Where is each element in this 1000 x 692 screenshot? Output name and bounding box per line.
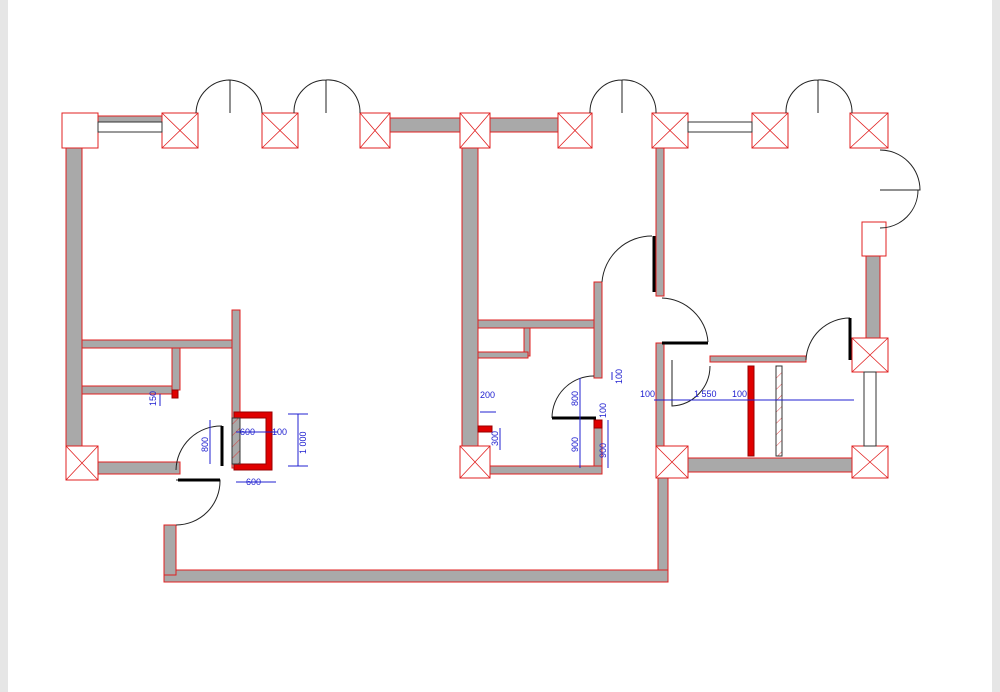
doors xyxy=(175,79,921,526)
dimension-label: 900 xyxy=(570,437,580,452)
wall xyxy=(655,342,665,449)
dimension-label: 1 550 xyxy=(694,389,717,399)
window xyxy=(863,371,877,447)
new-partitions xyxy=(171,365,783,471)
dimension-label: 150 xyxy=(148,391,158,406)
dimension-label: 100 xyxy=(598,403,608,418)
dimension-label: 900 xyxy=(598,443,608,458)
wall xyxy=(461,147,479,449)
double-door xyxy=(195,79,263,114)
new-partition xyxy=(477,425,493,433)
dimension-label: 600 xyxy=(246,477,261,487)
wall xyxy=(655,147,665,297)
page-edge-right xyxy=(992,0,1000,692)
double-door xyxy=(785,79,853,114)
door-swing xyxy=(175,425,223,471)
dimension-label: 100 xyxy=(640,389,655,399)
hatched-partition xyxy=(775,365,783,457)
double-door xyxy=(293,79,361,114)
wall xyxy=(477,319,595,329)
wall xyxy=(65,147,83,449)
wall xyxy=(163,569,669,583)
new-partition xyxy=(747,365,755,457)
dimension-label: 100 xyxy=(732,389,747,399)
columns xyxy=(61,112,889,481)
wall xyxy=(489,117,559,133)
wall xyxy=(97,115,163,123)
dimension-label: 300 xyxy=(490,431,500,446)
wall xyxy=(709,355,807,363)
new-partition xyxy=(593,419,603,429)
dimension-label: 600 xyxy=(240,427,255,437)
dimension-label: 800 xyxy=(200,437,210,452)
column xyxy=(61,112,99,149)
door-swing xyxy=(175,479,221,526)
double-door xyxy=(879,149,921,229)
door-swing xyxy=(661,297,709,343)
column xyxy=(861,221,887,257)
wall xyxy=(389,117,461,133)
windows xyxy=(97,121,877,447)
wall xyxy=(163,524,177,576)
window xyxy=(97,121,163,133)
dimension-label: 800 xyxy=(570,391,580,406)
wall xyxy=(81,339,233,349)
wall xyxy=(657,469,669,583)
dimension-label: 100 xyxy=(614,369,624,384)
wall xyxy=(477,351,529,359)
walls xyxy=(65,115,881,583)
dimensions: 150 800 600 100 1 000 600 200 300 800 10… xyxy=(148,369,854,487)
dimension-label: 100 xyxy=(272,427,287,437)
double-door xyxy=(589,79,657,114)
door-swing xyxy=(601,235,653,283)
window xyxy=(687,121,753,133)
wall xyxy=(97,461,181,475)
page-edge-left xyxy=(0,0,8,692)
wall xyxy=(593,281,603,379)
wall xyxy=(81,385,175,395)
wall xyxy=(687,457,853,473)
new-partition xyxy=(171,389,179,399)
hatched-partition xyxy=(231,417,241,465)
dimension-label: 1 000 xyxy=(298,431,308,454)
wall xyxy=(171,347,181,391)
wall xyxy=(489,465,603,475)
door-swing xyxy=(805,317,851,361)
door-swing xyxy=(671,360,711,407)
door-swing xyxy=(551,375,595,419)
dimension-label: 200 xyxy=(480,390,495,400)
